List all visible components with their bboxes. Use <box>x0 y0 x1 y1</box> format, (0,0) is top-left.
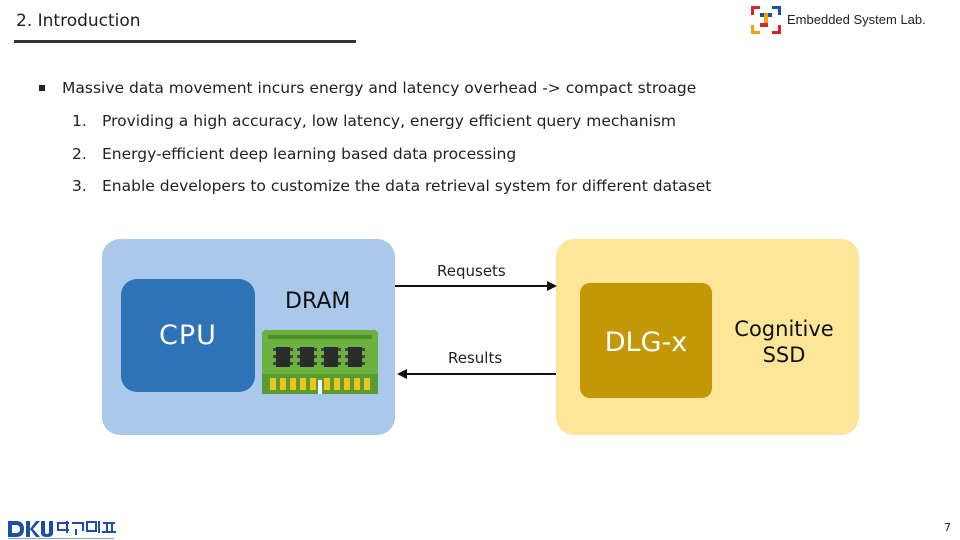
list-item: 2. Energy-efficient deep learning based d… <box>72 145 516 163</box>
page-number: 7 <box>944 521 951 534</box>
results-label: Results <box>448 349 503 367</box>
list-item: 1. Providing a high accuracy, low latency… <box>72 112 676 130</box>
list-item: 3. Enable developers to customize the dat… <box>72 177 711 195</box>
requests-label: Requsets <box>437 262 506 280</box>
lab-logo-icon <box>751 6 781 34</box>
cpu-label: CPU <box>159 320 217 351</box>
title-underline <box>14 40 356 43</box>
data-flow-arrows <box>395 281 557 379</box>
slide-title: 2. Introduction <box>16 11 141 31</box>
square-bullet-icon <box>39 85 45 91</box>
results-arrowhead-icon <box>397 369 407 379</box>
dlg-x-label: DLG-x <box>604 327 688 358</box>
list-item-number: 1. <box>72 112 87 130</box>
dram-module-icon <box>262 330 378 394</box>
list-item-text: Energy-efficient deep learning based dat… <box>102 145 517 163</box>
list-item-number: 3. <box>72 177 87 195</box>
bullet-text: Massive data movement incurs energy and … <box>62 79 697 97</box>
list-item-number: 2. <box>72 145 87 163</box>
university-logo-icon <box>8 521 116 539</box>
lab-name: Embedded System Lab. <box>787 12 926 27</box>
list-item-text: Enable developers to customize the data … <box>102 177 712 195</box>
dram-label: DRAM <box>285 289 351 314</box>
ssd-label-line1: Cognitive <box>734 317 834 341</box>
cognitive-ssd-label: Cognitive SSD <box>722 316 846 368</box>
ssd-label-line2: SSD <box>762 343 806 367</box>
requests-arrowhead-icon <box>547 281 557 291</box>
cpu-block: CPU <box>121 279 255 392</box>
list-item-text: Providing a high accuracy, low latency, … <box>102 112 677 130</box>
dlg-x-block: DLG-x <box>580 283 712 398</box>
